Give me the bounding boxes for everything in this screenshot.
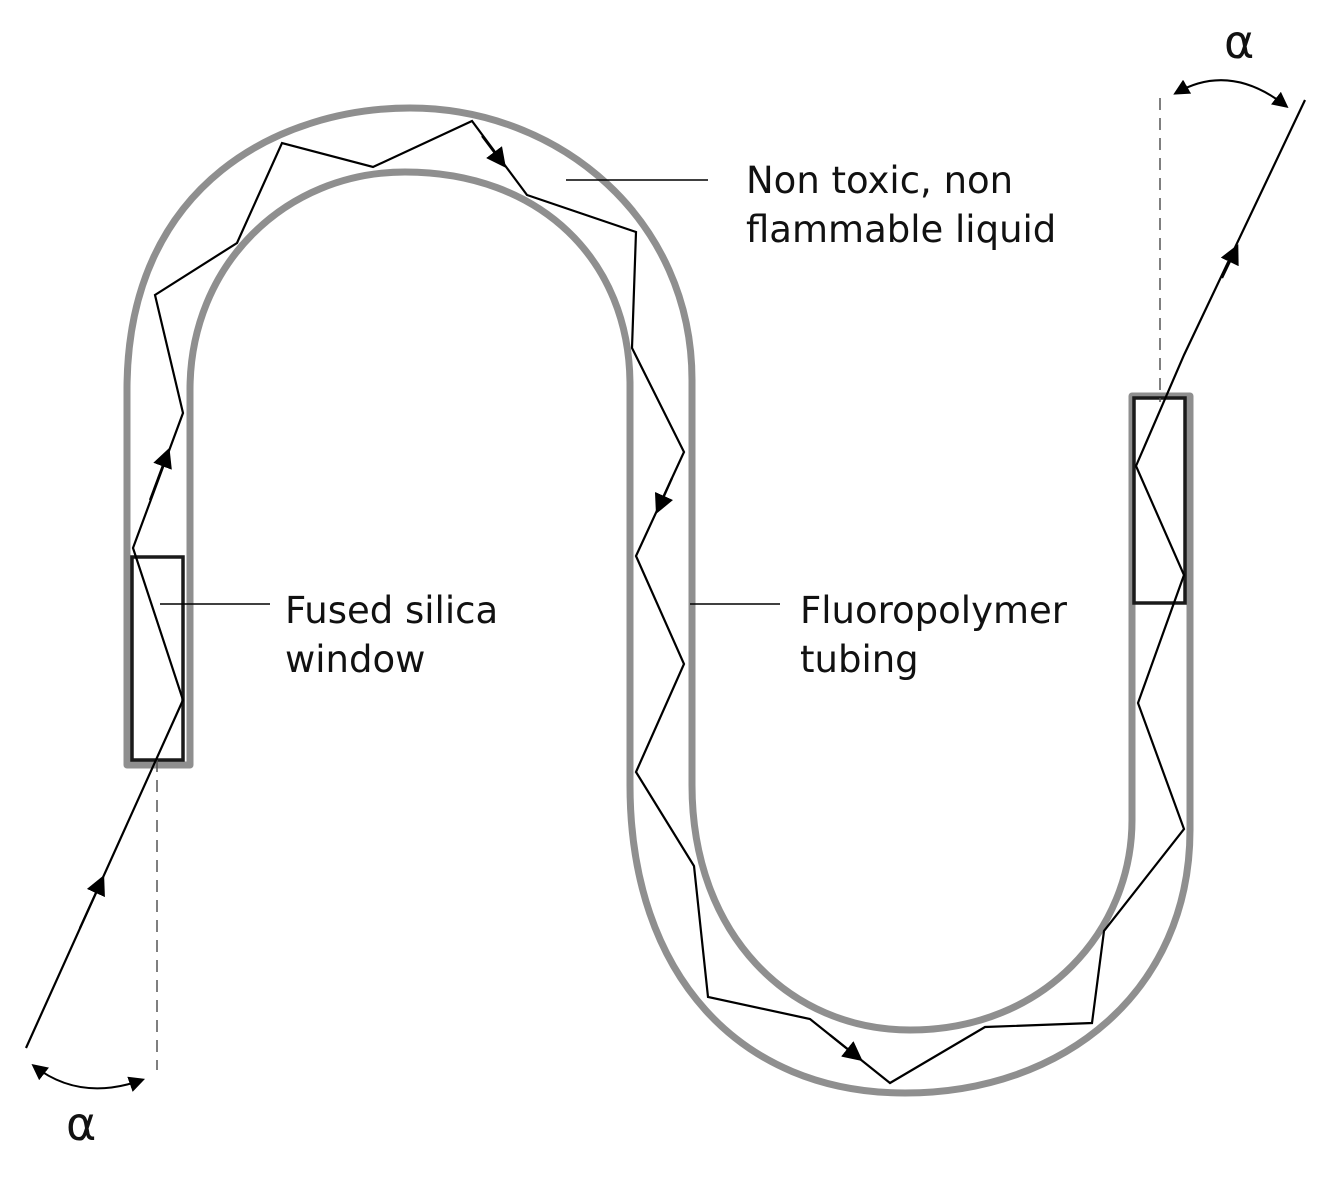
angle-label-out: α [1224, 15, 1254, 69]
liquid-label-line1: Non toxic, non [746, 159, 1013, 202]
ray-direction-arrow [78, 874, 105, 929]
ray-direction-arrow [148, 447, 172, 501]
light-ray-path [24, 99, 1306, 1085]
angle-label-in: α [66, 1097, 96, 1151]
ray-direction-arrow [654, 477, 674, 515]
angle-arc-out [1173, 79, 1289, 108]
tubing-label-line2: tubing [800, 638, 919, 681]
fused-silica-window-right [1132, 396, 1187, 605]
ray-direction-arrow [1220, 244, 1239, 279]
window-label-line2: window [285, 638, 425, 681]
window-label-line1: Fused silica [285, 589, 498, 632]
tube-outer-wall [123, 104, 1194, 1097]
ray-direction-arrow [481, 135, 506, 168]
fused-silica-window-left [130, 555, 185, 762]
ray-direction-arrow [829, 1034, 863, 1062]
angle-arc-in [31, 1064, 146, 1092]
tubing-label-line1: Fluoropolymer [800, 589, 1068, 632]
liquid-label-line2: flammable liquid [746, 208, 1056, 251]
